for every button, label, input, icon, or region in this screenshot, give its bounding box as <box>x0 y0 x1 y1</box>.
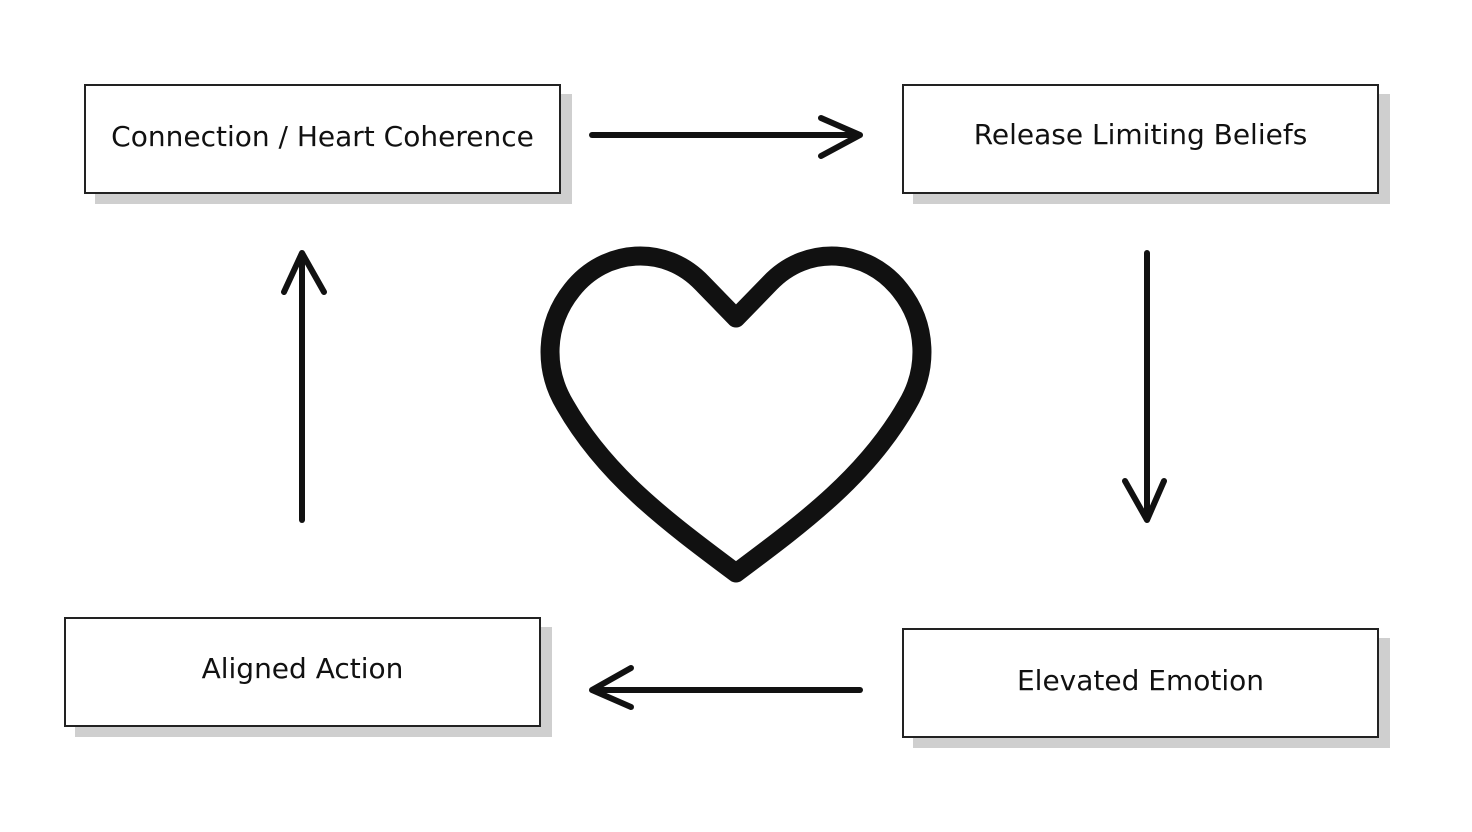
arrow-down-icon <box>1122 250 1167 523</box>
node-label: Elevated Emotion <box>1016 663 1265 697</box>
heart-icon <box>540 246 932 583</box>
node-label: Release Limiting Beliefs <box>973 117 1308 151</box>
arrow-left-icon <box>589 665 863 710</box>
node-connection-heart-coherence: Connection / Heart Coherence <box>84 84 561 194</box>
node-aligned-action: Aligned Action <box>64 617 541 727</box>
arrow-up-icon <box>281 250 327 523</box>
node-elevated-emotion: Elevated Emotion <box>902 628 1379 738</box>
node-label: Connection / Heart Coherence <box>111 119 534 153</box>
node-release-limiting-beliefs: Release Limiting Beliefs <box>902 84 1379 194</box>
arrow-right-icon <box>589 115 863 159</box>
node-label: Aligned Action <box>201 652 404 685</box>
